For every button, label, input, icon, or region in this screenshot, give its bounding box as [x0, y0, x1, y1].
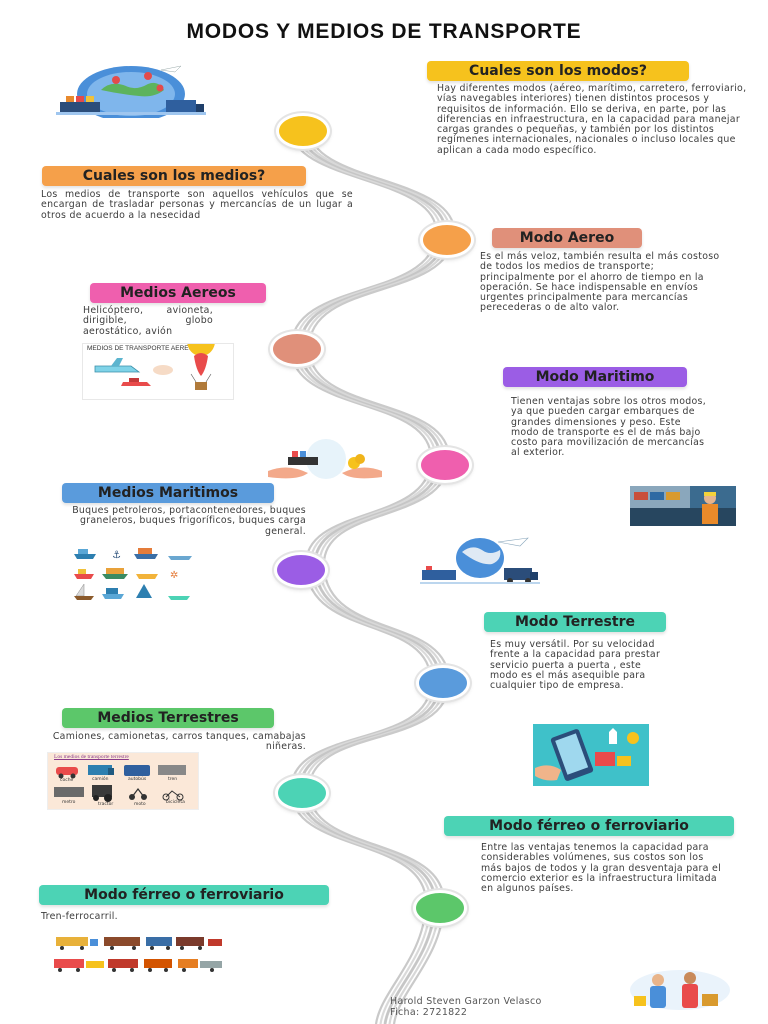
port-worker-image	[630, 486, 736, 526]
air-transport-caption: MEDIOS DE TRANSPORTE AEREO	[87, 345, 194, 352]
text-medios-ferreos: Tren-ferrocarril.	[41, 911, 118, 922]
globe-trade-image	[420, 537, 540, 584]
heading-modos: Cuales son los modos?	[427, 61, 689, 81]
land-label-tractor: tractor	[98, 802, 114, 807]
road-dot-teal	[275, 775, 329, 811]
footer: Harold Steven Garzon Velasco Ficha: 2721…	[390, 996, 542, 1018]
delivery-tech-image	[533, 724, 649, 786]
ships-grid-image: ⚓ ✲	[74, 548, 192, 600]
road-dot-yellow	[276, 113, 330, 149]
people-image	[630, 970, 730, 1010]
heading-medios-aereos: Medios Aereos	[90, 283, 266, 303]
footer-ficha: Ficha: 2721822	[390, 1007, 468, 1018]
footer-author: Harold Steven Garzon Velasco	[390, 996, 542, 1007]
land-label-autobus: autobús	[128, 777, 147, 782]
heading-medios-ferreos: Modo férreo o ferroviario	[39, 885, 329, 905]
land-label-bicicleta: bicicleta	[166, 800, 185, 805]
text-medios-aereos: Helicóptero, avioneta, dirigible, globo …	[83, 305, 213, 337]
air-transport-image: MEDIOS DE TRANSPORTE AEREO	[82, 343, 234, 400]
text-medios: Los medios de transporte son aquellos ve…	[41, 189, 353, 221]
trains-image	[54, 937, 222, 972]
text-modo-maritimo: Tienen ventajas sobre los otros modos, y…	[511, 396, 706, 459]
heading-modo-aereo: Modo Aereo	[492, 228, 642, 248]
logistics-globe-image	[56, 65, 206, 118]
text-medios-terrestres: Camiones, camionetas, carros tanques, ca…	[52, 731, 306, 753]
heading-medios-maritimos: Medios Maritimos	[62, 483, 274, 503]
road-dot-purple	[274, 552, 328, 588]
heading-modo-maritimo: Modo Maritimo	[503, 367, 687, 387]
page-title: MODOS Y MEDIOS DE TRANSPORTE	[186, 20, 582, 43]
road-dot-salmon	[270, 331, 324, 367]
text-modo-aereo: Es el más veloz, también resulta el más …	[480, 251, 720, 314]
land-transport-image: Los medios de transporte terrestre coche…	[47, 752, 199, 810]
heading-modo-terrestre: Modo Terrestre	[484, 612, 666, 632]
svg-text:⚓: ⚓	[112, 550, 121, 561]
road-dot-orange	[420, 222, 474, 258]
heading-medios-terrestres: Medios Terrestres	[62, 708, 274, 728]
text-modo-terrestre: Es muy versátil. Por su velocidad frente…	[490, 639, 661, 692]
text-medios-maritimos: Buques petroleros, portacontenedores, bu…	[72, 505, 306, 537]
road-dot-pink	[418, 447, 472, 483]
road-dot-blue	[416, 665, 470, 701]
land-label-coche: coche	[60, 778, 74, 783]
heading-modo-ferreo: Modo férreo o ferroviario	[444, 816, 734, 836]
land-label-moto: moto	[134, 802, 146, 807]
road-dot-green	[413, 890, 467, 926]
land-label-metro: metro	[62, 800, 76, 805]
land-label-camion: camión	[92, 777, 109, 782]
land-label-tren: tren	[168, 777, 178, 782]
land-transport-caption: Los medios de transporte terrestre	[54, 754, 129, 760]
svg-text:✲: ✲	[170, 570, 178, 581]
text-modo-ferreo: Entre las ventajas tenemos la capacidad …	[481, 842, 721, 895]
global-trade-image	[268, 439, 382, 479]
heading-medios: Cuales son los medios?	[42, 166, 306, 186]
text-modos: Hay diferentes modos (aéreo, marítimo, c…	[437, 83, 747, 156]
